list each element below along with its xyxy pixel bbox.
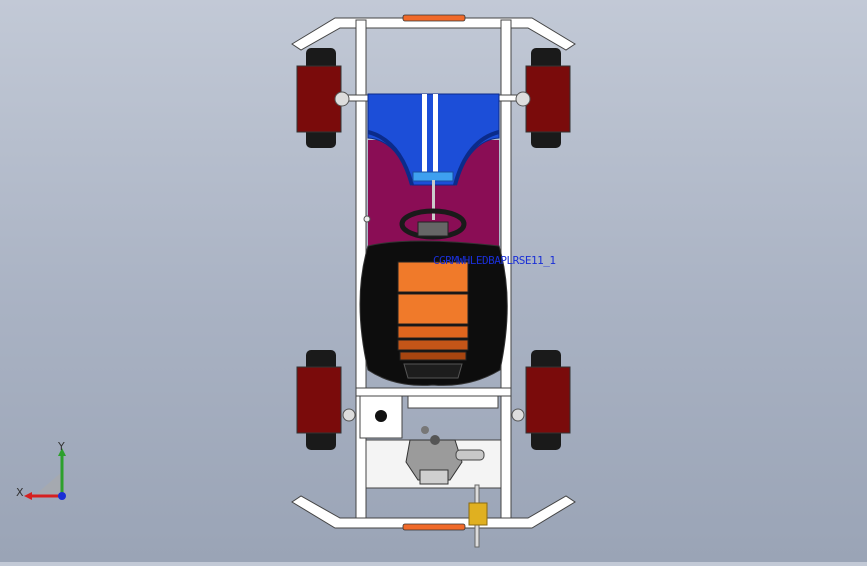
steering-wheel[interactable] [363,180,467,240]
seat[interactable] [359,240,508,386]
axis-triad: Y X [14,440,84,510]
front-right-wheel[interactable] [515,48,571,148]
front-light-bar [402,14,466,22]
front-left-wheel[interactable] [296,48,350,148]
rear-right-wheel[interactable] [511,350,571,450]
rear-bumper[interactable] [291,495,576,531]
rear-left-wheel[interactable] [296,350,356,450]
axis-triad-icon [24,448,66,500]
y-axis-label: Y [58,440,65,453]
rear-light-bar [402,523,466,531]
x-axis-label: X [16,486,24,499]
component-annotation-label[interactable]: CGRMWHLEDBAPLRSE11_1 [433,254,556,267]
nose-panel[interactable] [367,93,500,186]
engine[interactable] [359,395,499,485]
rear-shaft[interactable] [468,484,488,548]
front-bumper[interactable] [291,14,576,51]
